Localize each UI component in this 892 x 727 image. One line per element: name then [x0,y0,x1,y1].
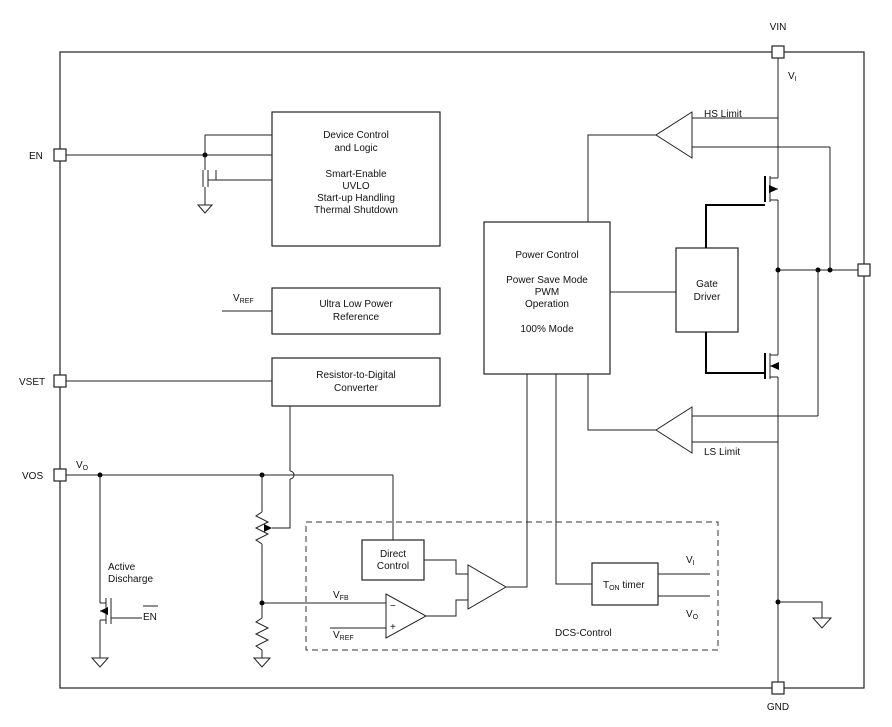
power-control-line-7: 100% Mode [520,324,574,335]
vo-label: VO [76,460,89,472]
svg-text:−: − [390,601,396,612]
active-discharge-line-1: Active [108,562,136,573]
r2d-line-2: Converter [334,383,379,394]
r2d-converter-block [271,357,441,407]
vos-pin [53,468,67,482]
power-control-line-4: PWM [535,287,559,298]
ton-timer-block [591,562,659,606]
vref-top-label: VREF [233,293,254,305]
gnd-symbol-right [775,599,833,629]
en-pin-label: EN [29,151,43,162]
gate-driver-block [675,247,739,333]
feedback-divider [252,475,272,668]
vi-label: VI [788,71,797,83]
r2d-line-1: Resistor-to-Digital [316,370,395,381]
hs-limit-comparator [587,111,831,270]
device-control-line-4: Smart-Enable [325,169,387,180]
vset-pin [53,374,67,388]
gnd-pin-label: GND [767,702,789,713]
gnd-pin [771,681,785,695]
device-control-line-2: and Logic [334,143,377,154]
device-control-block [271,111,441,247]
active-discharge-line-2: Discharge [108,574,153,585]
pwm-comparator [424,374,528,610]
ton-vo-label: VO [686,609,699,621]
device-control-line-5: UVLO [342,181,369,192]
device-control-line-1: Device Control [323,130,389,141]
high-side-mosfet [705,176,778,248]
power-control-block [483,221,611,375]
vset-pin-label: VSET [19,377,45,388]
direct-control-line-2: Control [377,561,409,572]
ton-timer-label: TON timer [603,580,645,592]
svg-text:+: + [390,622,396,633]
vin-pin-label: VIN [770,22,787,33]
vos-pin-label: VOS [22,471,43,482]
gate-driver-line-2: Driver [694,292,721,303]
reference-block [271,287,441,335]
reference-line-1: Ultra Low Power [319,299,393,310]
direct-control-block [361,539,425,581]
ton-vi-label: VI [686,555,695,567]
reference-line-2: Reference [333,312,380,323]
error-amplifier: − + [262,593,468,639]
en-pin [53,148,67,162]
en-bar-label: EN [143,612,157,623]
vfb-label: VFB [333,590,349,602]
direct-control-line-1: Direct [380,549,406,560]
device-control-line-6: Start-up Handling [317,193,395,204]
active-discharge-mosfet [90,475,142,668]
ls-limit-comparator [587,270,819,454]
power-control-line-5: Operation [525,299,569,310]
dcs-control-region [305,521,719,651]
gate-driver-line-1: Gate [696,279,718,290]
device-control-line-7: Thermal Shutdown [314,205,398,216]
vin-pin [771,45,785,59]
low-side-mosfet [705,332,779,379]
sw-pin [857,263,871,277]
hs-limit-label: HS Limit [704,109,742,120]
ls-limit-label: LS Limit [704,447,740,458]
dcs-control-label: DCS-Control [555,628,612,639]
power-control-line-3: Power Save Mode [506,275,588,286]
vref-bot-label: VREF [333,630,354,642]
power-control-line-1: Power Control [515,250,578,261]
chip-outline [59,51,865,689]
en-pulldown [66,134,272,214]
